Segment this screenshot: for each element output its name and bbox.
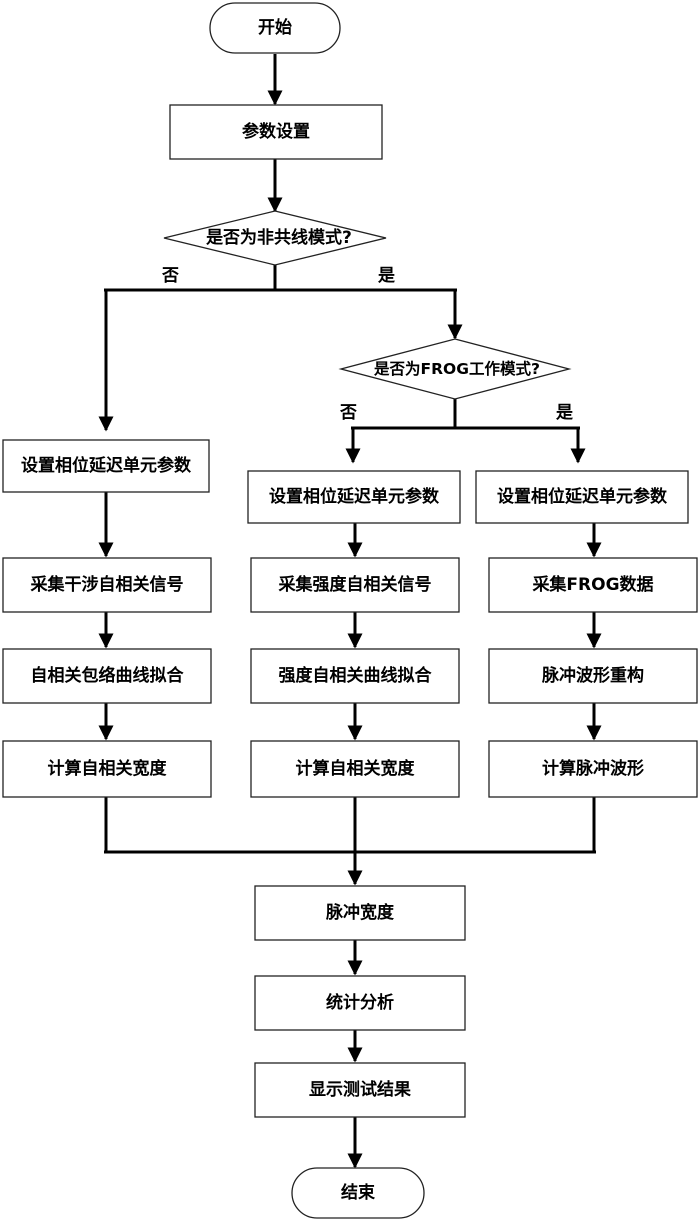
node-decision-frog: 是否为FROG工作模式? [338,338,572,400]
node-right-reconstruct: 脉冲波形重构 [488,648,698,704]
decision-noncollinear-label: 是否为非共线模式? [206,227,352,248]
right-calc-box [488,740,698,798]
left-set-delay-label: 设置相位延迟单元参数 [21,455,192,476]
left-fit-box [2,648,212,704]
display-result-box [254,1062,466,1118]
pulse-width-box [254,885,466,941]
edges [98,54,602,1169]
mid-collect-label: 采集强度自相关信号 [278,574,432,595]
node-mid-fit: 强度自相关曲线拟合 [250,648,460,704]
end-label: 结束 [341,1182,375,1203]
node-end: 结束 [291,1167,425,1219]
mid-collect-box [250,557,460,613]
left-collect-label: 采集干涉自相关信号 [30,574,184,595]
right-reconstruct-box [488,648,698,704]
start-terminal [209,2,341,54]
right-set-delay-box [475,470,689,524]
pulse-width-label: 脉冲宽度 [325,902,395,923]
left-set-delay-box [2,439,210,493]
left-calc-label: 计算自相关宽度 [48,758,168,779]
right-calc-label: 计算脉冲波形 [542,758,644,779]
right-collect-label: 采集FROG数据 [531,574,653,595]
node-left-collect: 采集干涉自相关信号 [2,557,212,613]
decision-noncollinear-diamond [163,210,387,266]
node-left-fit: 自相关包络曲线拟合 [2,648,212,704]
start-label: 开始 [258,17,292,38]
mid-calc-label: 计算自相关宽度 [296,758,416,779]
decision-frog-label: 是否为FROG工作模式? [373,359,540,378]
node-start: 开始 [209,2,341,54]
node-param-setup: 参数设置 [169,104,383,160]
param-setup-box [169,104,383,160]
node-right-calc: 计算脉冲波形 [488,740,698,798]
node-decision-noncollinear: 是否为非共线模式? [163,210,387,266]
node-statistics: 统计分析 [254,975,466,1031]
right-set-delay-label: 设置相位延迟单元参数 [497,486,668,507]
label-noncollinear-yes: 是 [378,266,395,286]
node-display-result: 显示测试结果 [254,1062,466,1118]
label-frog-no: 否 [339,403,357,423]
node-left-calc: 计算自相关宽度 [2,740,212,798]
mid-set-delay-label: 设置相位延迟单元参数 [269,486,440,507]
mid-calc-box [250,740,460,798]
param-setup-label: 参数设置 [242,121,310,142]
decision-frog-diamond [338,338,572,400]
node-mid-collect: 采集强度自相关信号 [250,557,460,613]
right-collect-box [488,557,698,613]
node-right-collect: 采集FROG数据 [488,557,698,613]
node-pulse-width: 脉冲宽度 [254,885,466,941]
mid-set-delay-box [247,470,461,524]
mid-fit-label: 强度自相关曲线拟合 [279,665,433,686]
left-fit-label: 自相关包络曲线拟合 [31,665,185,686]
node-mid-set-delay: 设置相位延迟单元参数 [247,470,461,524]
label-noncollinear-no: 否 [161,266,179,286]
end-terminal [291,1167,425,1219]
mid-fit-box [250,648,460,704]
label-frog-yes: 是 [556,403,573,423]
display-result-label: 显示测试结果 [309,1079,411,1100]
left-calc-box [2,740,212,798]
statistics-box [254,975,466,1031]
left-collect-box [2,557,212,613]
node-right-set-delay: 设置相位延迟单元参数 [475,470,689,524]
statistics-label: 统计分析 [326,992,394,1013]
node-left-set-delay: 设置相位延迟单元参数 [2,439,210,493]
right-reconstruct-label: 脉冲波形重构 [541,665,644,686]
node-mid-calc: 计算自相关宽度 [250,740,460,798]
